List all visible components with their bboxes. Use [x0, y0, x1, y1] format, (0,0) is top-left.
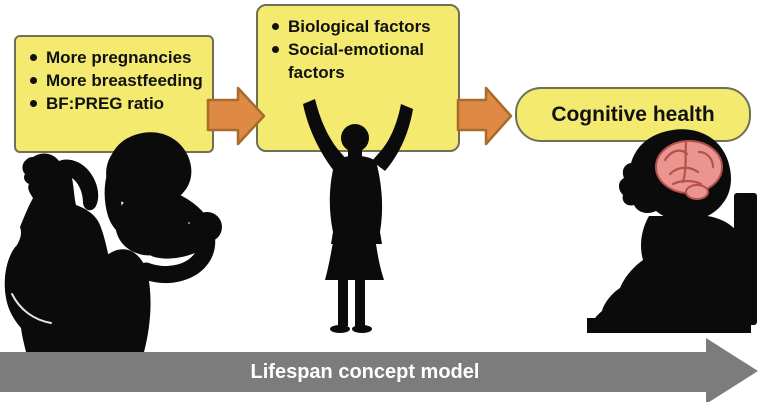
bullet-text: BF:PREG ratio: [46, 94, 165, 113]
right-arrow-icon: [456, 86, 513, 146]
timeline-label: Lifespan concept model: [250, 360, 480, 383]
brain-icon: [655, 140, 723, 200]
timeline-right-arrow: [0, 338, 758, 402]
list-item: More pregnancies: [28, 46, 208, 69]
outcome-label: Cognitive health: [551, 102, 715, 126]
seated-older-adult-silhouette: [587, 129, 757, 333]
pregnant-woman-silhouette: [4, 153, 115, 352]
chair-base: [587, 318, 751, 333]
bullet-icon: [272, 23, 279, 30]
bullet-icon: [30, 77, 37, 84]
breastfeeding-mother-silhouette: [91, 132, 222, 352]
bullet-text: Biological factors: [288, 17, 431, 36]
bullet-text: More pregnancies: [46, 48, 192, 67]
chair-back: [734, 193, 757, 325]
inputs-box: More pregnancies More breastfeeding BF:P…: [14, 35, 214, 153]
factors-bullet-list: Biological factors Social-emotional fact…: [270, 15, 454, 84]
right-arrow-icon: [206, 86, 266, 146]
bullet-text: More breastfeeding: [46, 71, 203, 90]
list-item: More breastfeeding: [28, 69, 208, 92]
bullet-icon: [30, 54, 37, 61]
outcome-box: Cognitive health: [515, 87, 751, 142]
list-item: Social-emotional factors: [270, 38, 454, 84]
bullet-icon: [272, 46, 279, 53]
bullet-icon: [30, 100, 37, 107]
inputs-bullet-list: More pregnancies More breastfeeding BF:P…: [28, 46, 208, 115]
bullet-text: Social-emotional factors: [288, 40, 425, 82]
list-item: Biological factors: [270, 15, 454, 38]
list-item: BF:PREG ratio: [28, 92, 208, 115]
woman-arms-raised-silhouette: [303, 99, 413, 333]
